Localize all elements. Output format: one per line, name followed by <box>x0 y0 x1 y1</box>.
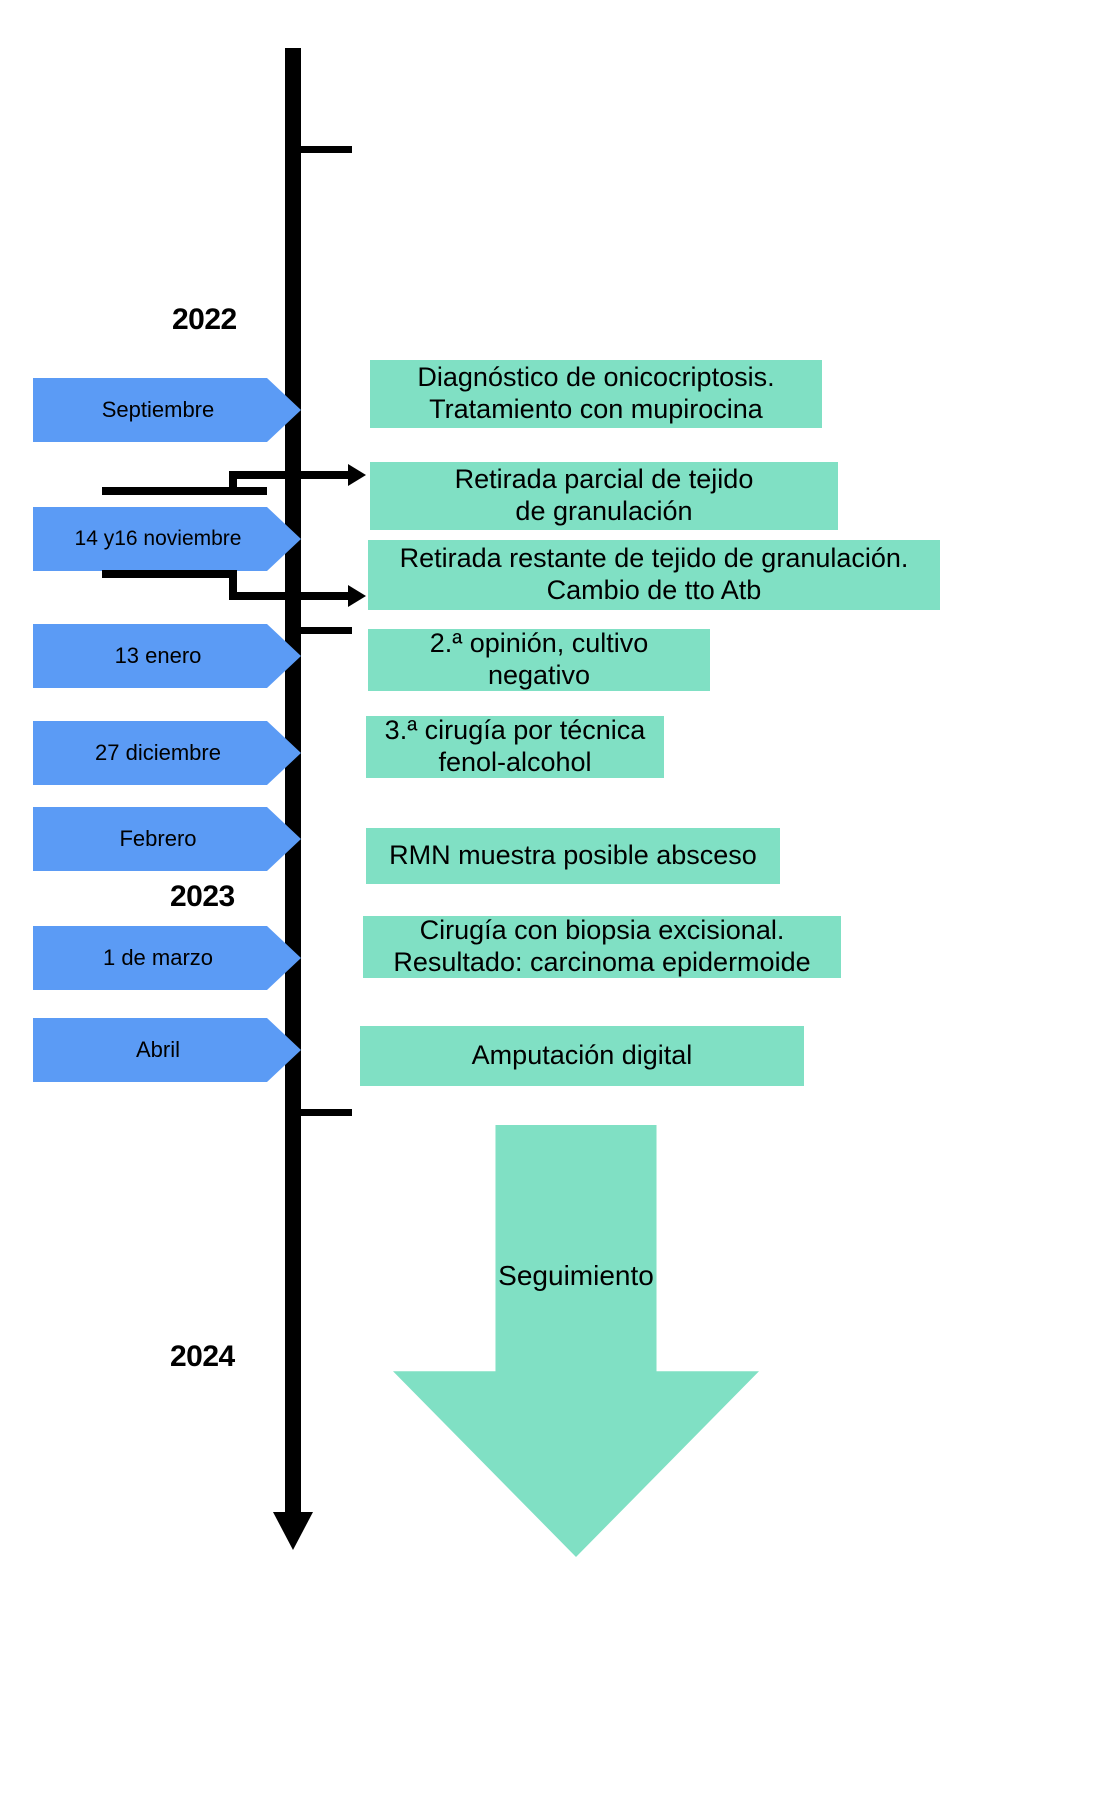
followup-arrow[interactable] <box>393 1125 759 1557</box>
date-chevron-febrero[interactable]: Febrero <box>33 807 301 871</box>
timeline-axis-line <box>285 48 301 1518</box>
axis-tick-enero <box>288 627 352 634</box>
connector-lower-horizontal-upper <box>102 570 237 578</box>
date-chevron-septiembre[interactable]: Septiembre <box>33 378 301 442</box>
year-label-2023: 2023 <box>170 880 235 913</box>
connector-lower-horizontal-lower <box>229 592 349 600</box>
axis-tick-bottom <box>288 1109 352 1116</box>
date-chevron-diciembre[interactable]: 27 diciembre <box>33 721 301 785</box>
event-box-diagnostico[interactable]: Diagnóstico de onicocriptosis. Tratamien… <box>370 360 822 428</box>
year-label-2022: 2022 <box>172 303 237 336</box>
event-box-retirada-restante[interactable]: Retirada restante de tejido de granulaci… <box>368 540 940 610</box>
connector-upper-horizontal-lower <box>102 487 267 495</box>
date-chevron-enero[interactable]: 13 enero <box>33 624 301 688</box>
connector-lower-arrowhead <box>348 585 366 607</box>
date-chevron-noviembre[interactable]: 14 y16 noviembre <box>33 507 301 571</box>
event-box-tercera-cirugia[interactable]: 3.ª cirugía por técnica fenol-alcohol <box>366 715 664 778</box>
axis-tick-top <box>288 146 352 153</box>
connector-upper-arrowhead <box>348 464 366 486</box>
event-box-retirada-parcial[interactable]: Retirada parcial de tejido de granulació… <box>370 462 838 530</box>
event-box-segunda-opinion[interactable]: 2.ª opinión, cultivo negativo <box>368 628 710 691</box>
date-chevron-abril[interactable]: Abril <box>33 1018 301 1082</box>
event-box-amputacion[interactable]: Amputación digital <box>360 1026 804 1086</box>
connector-upper-vertical <box>229 471 237 495</box>
timeline-axis-arrowhead <box>273 1512 313 1550</box>
event-box-rmn[interactable]: RMN muestra posible absceso <box>366 828 780 884</box>
connector-upper-horizontal-upper <box>229 471 349 479</box>
year-label-2024: 2024 <box>170 1340 235 1373</box>
connector-lower-vertical <box>229 570 237 600</box>
event-box-biopsia[interactable]: Cirugía con biopsia excisional. Resultad… <box>363 915 841 978</box>
followup-label: Seguimiento <box>498 1260 654 1291</box>
date-chevron-marzo[interactable]: 1 de marzo <box>33 926 301 990</box>
